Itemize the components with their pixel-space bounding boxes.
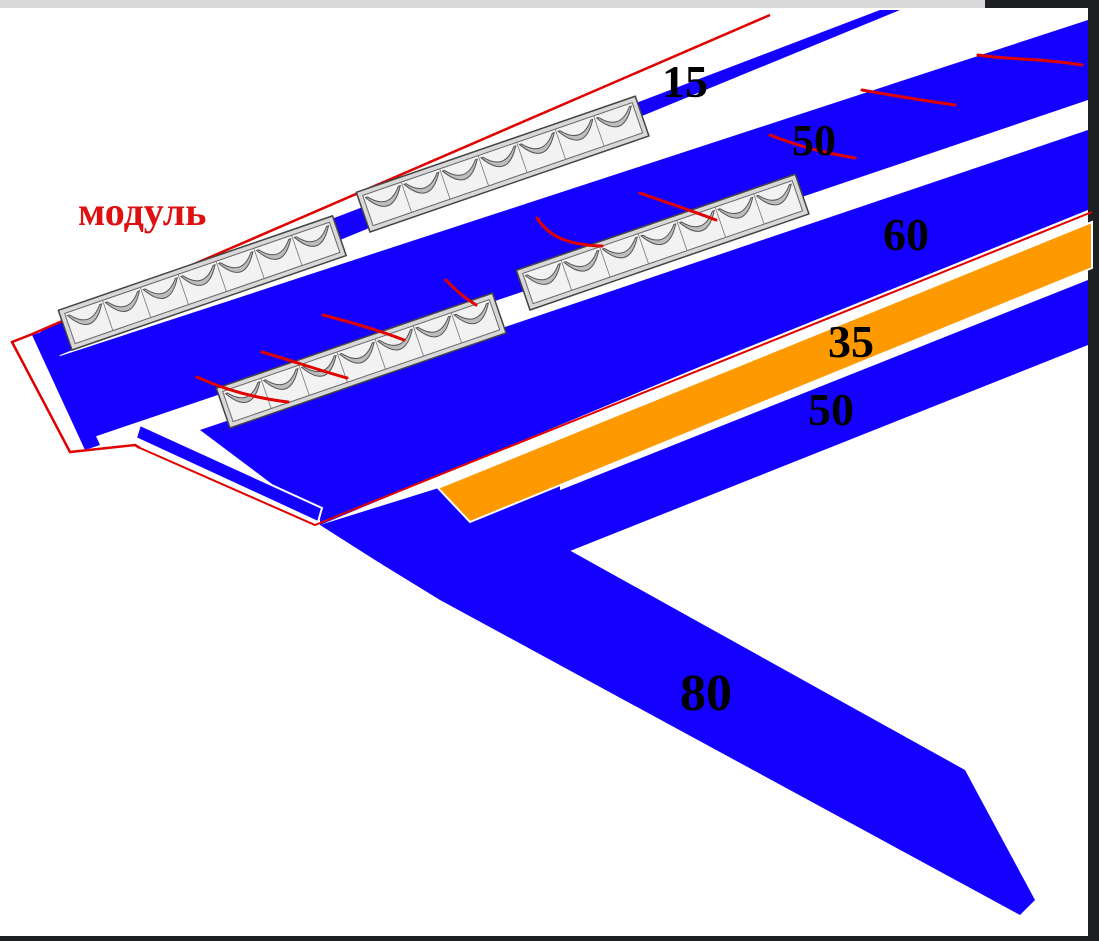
panel-cell-divider [139, 287, 152, 318]
panel-cell [364, 184, 401, 207]
panel-cell [453, 302, 490, 325]
panel-cell-divider [291, 235, 303, 266]
dimension-35: 35 [828, 316, 874, 367]
panel-cell [717, 196, 754, 219]
solar-panel [515, 173, 810, 311]
panel-cell-divider [64, 313, 76, 344]
panel-cell [441, 158, 478, 181]
panel-cell-divider [412, 325, 424, 357]
panel-cell [66, 303, 103, 325]
panel-cell [755, 183, 792, 206]
dimension-15: 15 [662, 56, 708, 107]
panel-cell-divider [222, 391, 234, 422]
panel-cell [142, 277, 178, 299]
panel-cell-divider [400, 182, 412, 213]
panel-cell [255, 237, 292, 260]
panel-cell-divider [298, 365, 310, 396]
panel-cell [557, 118, 594, 141]
dimension-60: 60 [883, 209, 929, 260]
panel-cell [640, 223, 677, 246]
insulation-layer-35 [436, 220, 1093, 524]
fastener-mark [444, 278, 478, 307]
panel-cell-divider [753, 193, 765, 225]
panel-cell-divider [374, 338, 386, 370]
panel-cell [338, 341, 375, 364]
beam-strut-80 [320, 450, 1035, 915]
dimension-50-upper: 50 [792, 116, 836, 165]
panel-cell [601, 236, 638, 259]
solar-panel [57, 214, 348, 351]
panel-cell [376, 328, 413, 351]
panel-cell-divider [676, 220, 688, 251]
panel-cell [217, 251, 254, 273]
panel-cell [262, 367, 299, 390]
fastener-mark [860, 88, 957, 107]
panel-cell [678, 209, 715, 232]
panel-cell [595, 105, 632, 128]
dimension-50-lower: 50 [808, 384, 854, 435]
panel-cell [563, 249, 600, 272]
fastener-mark [195, 375, 290, 404]
roof-underline [139, 211, 1093, 527]
panel-cell-divider [714, 206, 726, 238]
panel-cell-divider [522, 273, 534, 304]
beam-eave-end [32, 330, 100, 450]
fastener-mark [976, 53, 1084, 67]
top-strip [0, 0, 985, 8]
panel-cell [403, 171, 440, 194]
panel-cell-divider [516, 142, 528, 173]
panel-cell [104, 290, 141, 312]
solar-panels [57, 95, 810, 429]
solar-panel [215, 292, 508, 429]
panel-cell-divider [560, 260, 572, 291]
panel-cell-divider [593, 115, 605, 147]
panel-cell-divider [477, 155, 489, 187]
panel-cell-divider [362, 195, 374, 226]
beam-rafter-60-body [200, 130, 1088, 520]
dimension-80: 80 [680, 665, 732, 722]
panel-cell-divider [177, 274, 189, 305]
fastener-mark [535, 216, 604, 248]
fastener-marks [195, 53, 1084, 404]
panel-cell-divider [102, 300, 114, 331]
panel-cell [524, 262, 561, 285]
panel-cell [293, 224, 330, 247]
panel-cell-divider [599, 246, 611, 278]
module-label: модуль [78, 189, 206, 234]
fastener-mark [638, 191, 718, 222]
panel-cell-divider [554, 128, 566, 160]
panel-cell-divider [260, 378, 272, 409]
panel-cell [480, 145, 517, 168]
panel-cell-divider [450, 312, 463, 344]
panel-cell-divider [439, 168, 451, 200]
panel-cell-divider [253, 248, 265, 279]
panel-cell [518, 131, 555, 154]
panel-cell [224, 380, 261, 403]
eave-board [134, 423, 324, 524]
fastener-mark [321, 313, 406, 342]
panel-cell-divider [637, 233, 649, 265]
beam-rafter-50 [48, 20, 1088, 440]
panel-cell [415, 315, 451, 338]
fastener-mark [768, 133, 857, 160]
solar-panel [355, 95, 650, 233]
beam-lower-50 [460, 280, 1088, 555]
panel-cell [180, 264, 216, 286]
panel-cell-divider [215, 261, 227, 292]
fastener-mark [260, 350, 349, 380]
